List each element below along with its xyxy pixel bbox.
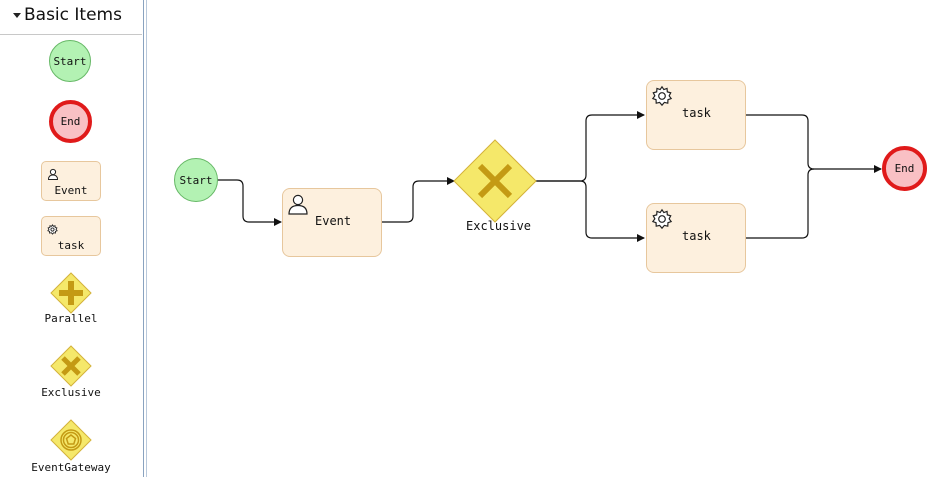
palette-task-label: task: [57, 239, 85, 252]
task-top-label: task: [682, 106, 711, 120]
gear-icon: [651, 208, 673, 234]
diagram-canvas[interactable]: Start Event Exclusive task: [148, 0, 933, 477]
palette-task[interactable]: task: [41, 216, 101, 256]
flow-task-top-to-end[interactable]: [745, 114, 882, 173]
flow-gateway-to-task-top[interactable]: [535, 111, 645, 182]
exclusive-gateway-x-icon: [477, 163, 513, 199]
gear-icon: [651, 85, 673, 111]
start-event[interactable]: Start: [174, 158, 218, 202]
parallel-gateway-icon: [50, 272, 92, 314]
palette-exclusive-label: Exclusive: [41, 386, 101, 399]
start-event-label: Start: [179, 173, 213, 187]
palette-divider-edge: [146, 0, 147, 477]
palette-sidebar: Basic Items Start End Event task: [0, 0, 142, 477]
task-bottom-label: task: [682, 229, 711, 243]
event-task[interactable]: Event: [282, 188, 382, 257]
flow-event-to-gateway[interactable]: [381, 177, 455, 223]
exclusive-gateway-label: Exclusive: [466, 219, 532, 233]
user-icon: [47, 165, 59, 184]
palette-parallel-label: Parallel: [44, 312, 98, 325]
palette-event-gateway[interactable]: [50, 419, 92, 465]
palette-divider[interactable]: [143, 0, 144, 477]
collapse-triangle-icon[interactable]: [13, 13, 21, 18]
palette-exclusive-gateway[interactable]: [50, 345, 92, 391]
palette-start-label: Start: [53, 54, 87, 68]
task-top[interactable]: task: [646, 80, 746, 150]
flow-gateway-to-task-bottom[interactable]: [535, 180, 645, 242]
palette-end-event[interactable]: End: [49, 100, 92, 143]
exclusive-gateway-icon: [50, 345, 92, 387]
palette-title: Basic Items: [24, 5, 122, 25]
flow-start-to-event[interactable]: [217, 179, 282, 226]
connector-layer: [217, 111, 882, 242]
user-icon: [287, 193, 309, 219]
end-event[interactable]: End: [882, 146, 927, 191]
palette-event-label: Event: [54, 184, 88, 197]
end-event-label: End: [894, 162, 915, 175]
flow-task-bottom-to-end[interactable]: [745, 168, 815, 239]
palette-header[interactable]: Basic Items: [0, 0, 142, 35]
exclusive-gateway[interactable]: [453, 139, 537, 223]
palette-event-task[interactable]: Event: [41, 161, 101, 201]
palette-event-gateway-label: EventGateway: [31, 461, 111, 474]
palette-end-label: End: [60, 115, 81, 128]
event-task-label: Event: [315, 214, 352, 228]
event-gateway-icon: [50, 419, 92, 461]
palette-start-event[interactable]: Start: [49, 40, 91, 82]
palette-parallel-gateway[interactable]: [50, 272, 92, 318]
gear-icon: [47, 220, 58, 239]
task-bottom[interactable]: task: [646, 203, 746, 273]
